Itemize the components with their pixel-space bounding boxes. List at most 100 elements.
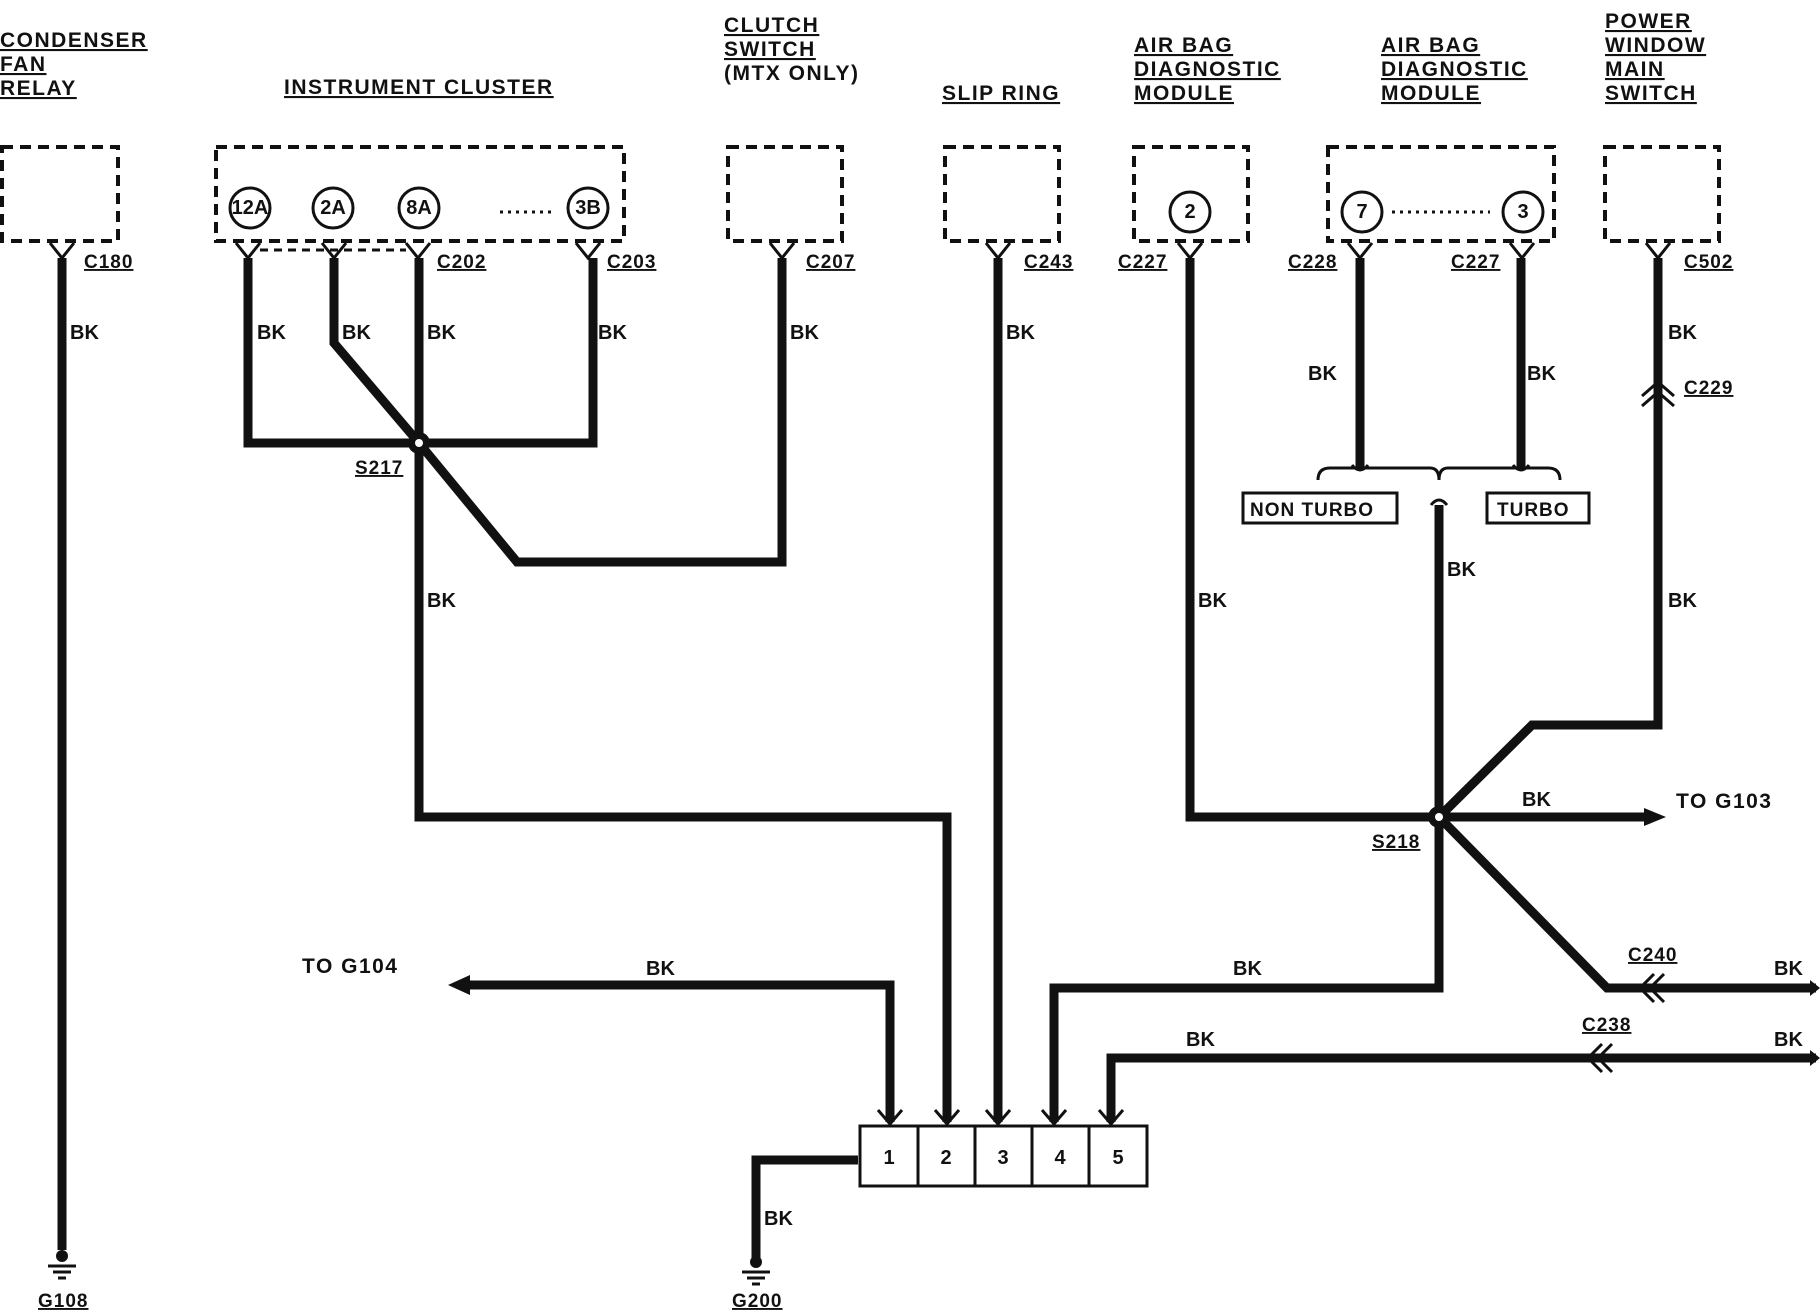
connector-c502: C502 — [1684, 252, 1733, 273]
component-title-line: DIAGNOSTIC — [1381, 58, 1528, 81]
inline-connector-c238-symbol — [1585, 1042, 1614, 1074]
component-title-line: CONDENSER — [0, 29, 148, 52]
component-title-line: SWITCH — [724, 38, 816, 61]
destination-g103: TO G103 — [1676, 790, 1773, 813]
arrow-to-g103 — [1644, 808, 1666, 826]
ground-block-pin: 2 — [940, 1147, 951, 1169]
component-title-line: FAN — [0, 53, 47, 76]
instrument-cluster-box — [214, 145, 626, 243]
slip-ring-title: SLIP RING — [942, 82, 1060, 105]
wire-s218-to-pin-4 — [1049, 817, 1444, 1122]
wire-color-label: BK — [1198, 590, 1227, 612]
connector-c238: C238 — [1582, 1015, 1631, 1036]
component-title-line: CLUTCH — [724, 14, 819, 37]
component-title-line: POWER — [1605, 10, 1692, 33]
arrow-c240-out — [1810, 980, 1820, 996]
connector-c180: C180 — [84, 252, 133, 273]
component-title-line: AIR BAG — [1134, 34, 1233, 57]
ground-g200-label: G200 — [732, 1291, 782, 1312]
terminal-mark — [1176, 242, 1204, 261]
wire-color-label: BK — [646, 958, 675, 980]
component-title-line: MAIN — [1605, 58, 1665, 81]
connector-c203: C203 — [607, 252, 656, 273]
wire-color-label: BK — [598, 322, 627, 344]
inline-connector-c229-symbol — [1641, 380, 1675, 408]
arrow-to-g104 — [448, 975, 470, 995]
splice-s217-label: S217 — [355, 458, 403, 479]
connector-c229: C229 — [1684, 378, 1733, 399]
non-turbo-label: NON TURBO — [1250, 500, 1374, 521]
air-bag-module-2-box — [1326, 145, 1556, 243]
wire-color-label: BK — [1447, 559, 1476, 581]
air-bag-1-pin-2: 2 — [1168, 190, 1212, 234]
pin-label: 8A — [406, 197, 432, 219]
wire-color-label: BK — [70, 322, 99, 344]
wire-color-label: BK — [1668, 590, 1697, 612]
component-title-line: RELAY — [0, 77, 77, 100]
wire-color-label: BK — [790, 322, 819, 344]
option-tip-common — [1429, 498, 1449, 506]
air-bag-2-pin-3: 3 — [1501, 190, 1545, 234]
splice-s217 — [408, 432, 430, 454]
terminal-mark — [984, 242, 1012, 261]
wire-color-label: BK — [1527, 363, 1556, 385]
component-title-line: DIAGNOSTIC — [1134, 58, 1281, 81]
connector-c227: C227 — [1118, 252, 1167, 273]
terminal-mark — [1040, 1109, 1068, 1127]
component-title-line: MODULE — [1381, 82, 1481, 105]
ground-splice-block: 1 2 3 4 5 — [858, 1109, 1149, 1188]
instrument-cluster-title: INSTRUMENT CLUSTER — [284, 76, 554, 99]
wire-color-label: BK — [1186, 1029, 1215, 1051]
terminal-mark — [1346, 242, 1374, 261]
pin-label: 2 — [1184, 201, 1195, 223]
ground-block-pin: 4 — [1054, 1147, 1066, 1169]
wires — [57, 258, 1816, 1262]
wire-c238-to-pin-5 — [1106, 1053, 1816, 1122]
connector-c207: C207 — [806, 252, 855, 273]
ground-block-pin: 3 — [997, 1147, 1008, 1169]
non-turbo-option: NON TURBO — [1241, 491, 1399, 525]
terminal-mark — [876, 1109, 904, 1127]
wire-color-label: BK — [257, 322, 286, 344]
terminal-mark — [1644, 242, 1672, 261]
wire-clutch-switch — [415, 258, 787, 567]
splice-s218-label: S218 — [1372, 832, 1420, 853]
wire-color-label: BK — [427, 590, 456, 612]
option-bracket — [1316, 466, 1562, 481]
pin-label: 3 — [1517, 201, 1528, 223]
cluster-pin-2a: 2A — [311, 186, 355, 230]
wire-s217-to-pin-2 — [414, 443, 952, 1122]
wire-color-label: BK — [1774, 1029, 1803, 1051]
terminal-mark — [1097, 1109, 1125, 1127]
ground-symbol-g200 — [742, 1256, 770, 1286]
wire-color-label: BK — [1668, 322, 1697, 344]
wire-color-label: BK — [427, 322, 456, 344]
clutch-switch-box — [726, 145, 844, 243]
power-window-switch-box — [1603, 145, 1721, 243]
air-bag-2-pin-7: 7 — [1340, 190, 1384, 234]
cluster-pin-8a: 8A — [397, 186, 441, 230]
wire-c202-pin-2a — [329, 258, 423, 446]
component-title-line: WINDOW — [1605, 34, 1706, 57]
pin-label: 3B — [575, 197, 601, 219]
wire-color-label: BK — [1774, 958, 1803, 980]
splice-s218 — [1428, 806, 1450, 828]
wire-color-label: BK — [1308, 363, 1337, 385]
terminal-mark — [574, 242, 602, 261]
air-bag-module-1-title: AIR BAG DIAGNOSTIC MODULE — [1134, 34, 1281, 105]
wire-color-labels: BK BK BK BK BK BK BK BK BK BK BK BK BK B… — [70, 322, 1803, 1230]
cluster-pin-3b: 3B — [566, 186, 610, 230]
turbo-option: TURBO — [1485, 491, 1591, 525]
connector-c202: C202 — [437, 252, 486, 273]
option-tip-non-turbo — [1350, 464, 1370, 472]
pin-label: 2A — [320, 197, 346, 219]
terminal-mark — [404, 242, 432, 261]
destination-g104: TO G104 — [302, 955, 399, 978]
condenser-fan-relay-title: CONDENSER FAN RELAY — [0, 29, 148, 100]
clutch-switch-title: CLUTCH SWITCH (MTX ONLY) — [724, 14, 858, 85]
slip-ring-box — [943, 145, 1061, 243]
wire-color-label: BK — [1522, 789, 1551, 811]
terminal-mark — [48, 242, 76, 261]
air-bag-module-2-title: AIR BAG DIAGNOSTIC MODULE — [1381, 34, 1528, 105]
